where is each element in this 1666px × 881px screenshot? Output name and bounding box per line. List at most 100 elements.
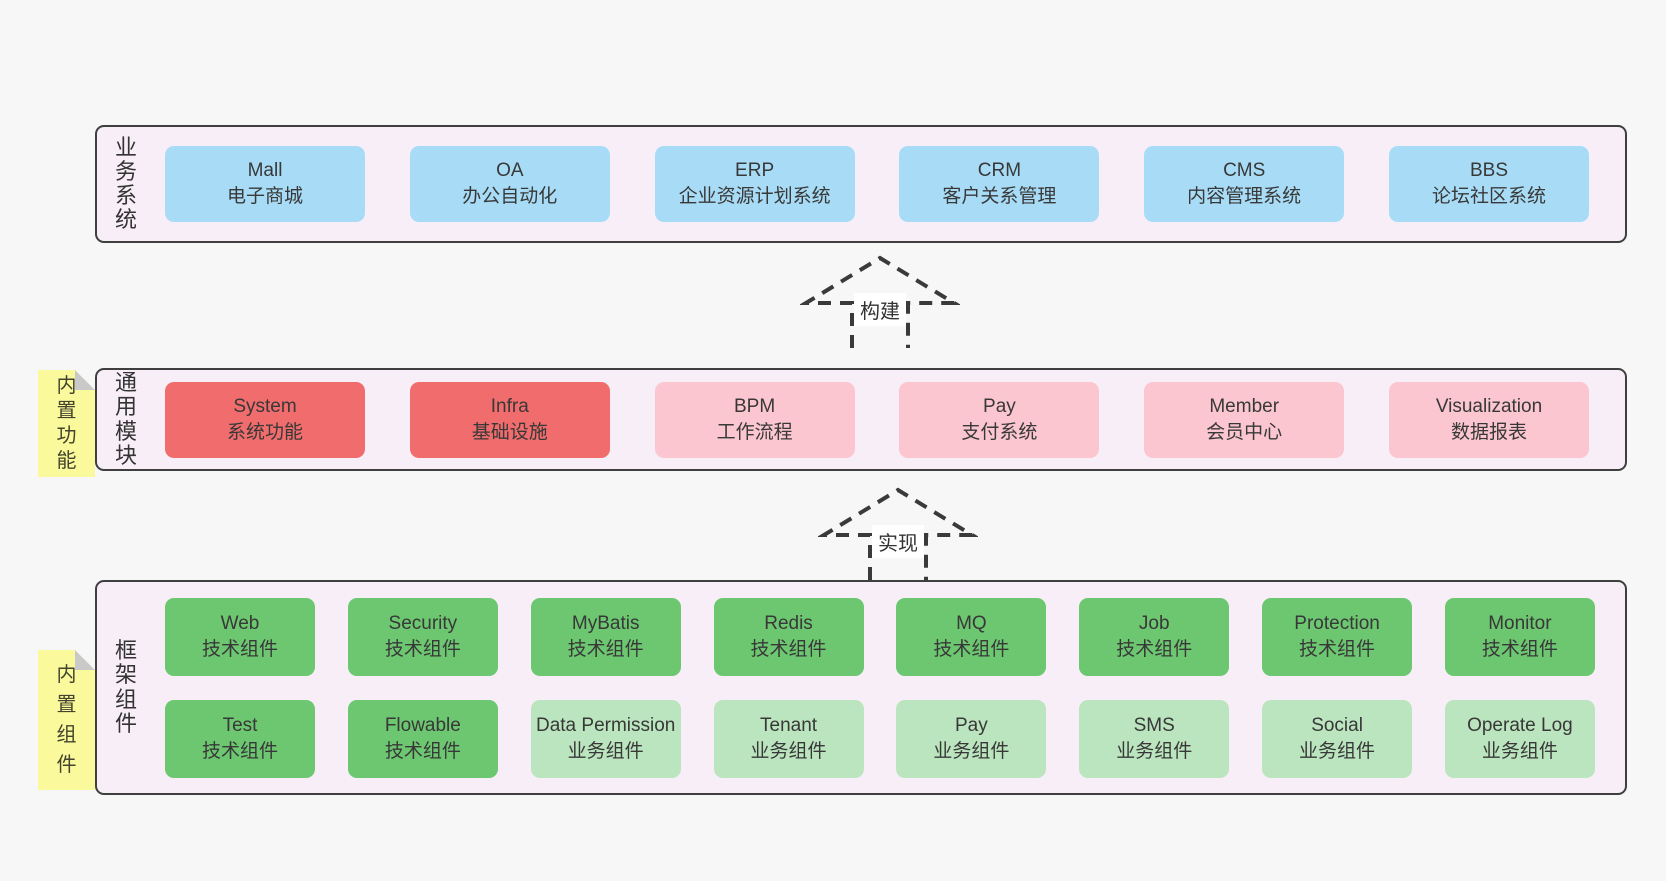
box-title: CRM: [977, 160, 1022, 182]
box-mq: MQ 技术组件: [896, 597, 1047, 676]
arrow-implement: 实现: [818, 485, 978, 580]
box-title: Protection: [1294, 612, 1380, 634]
box-title: Visualization: [1435, 395, 1543, 417]
box-subtitle: 技术组件: [1299, 638, 1376, 660]
box-operate-log: Operate Log 业务组件: [1444, 699, 1595, 778]
sticky-note-text: 内置组件: [56, 664, 77, 776]
box-subtitle: 技术组件: [201, 638, 278, 660]
box-mall: Mall 电子商城: [165, 146, 365, 222]
sticky-note-built-in-features: 内置功能: [38, 370, 95, 477]
box-title: OA: [496, 160, 524, 182]
box-title: Data Permission: [535, 714, 676, 736]
box-subtitle: 论坛社区系统: [1431, 186, 1546, 207]
band-common-modules-label: 通用模块: [114, 370, 137, 468]
box-oa: OA 办公自动化: [409, 146, 610, 222]
box-title: BBS: [1469, 160, 1508, 182]
box-subtitle: 会员中心: [1206, 421, 1283, 443]
box-title: Test: [222, 714, 258, 736]
box-subtitle: 技术组件: [933, 638, 1010, 660]
box-subtitle: 企业资源计划系统: [678, 186, 831, 207]
box-title: Job: [1138, 612, 1170, 634]
box-subtitle: 内容管理系统: [1187, 186, 1302, 207]
box-title: MyBatis: [571, 612, 640, 634]
box-title: Pay: [955, 714, 988, 736]
box-title: SMS: [1133, 714, 1175, 736]
box-data-permission: Data Permission 业务组件: [530, 699, 681, 778]
box-subtitle: 客户关系管理: [942, 186, 1057, 207]
box-title: Web: [220, 612, 260, 634]
box-cms: CMS 内容管理系统: [1144, 146, 1345, 222]
box-flowable: Flowable 技术组件: [347, 699, 498, 778]
framework-components-row-1: Web 技术组件 Security 技术组件 MyBatis 技术组件 Redi…: [165, 597, 1595, 676]
box-social: Social 业务组件: [1262, 699, 1413, 778]
box-title: BPM: [734, 395, 776, 417]
box-bbs: BBS 论坛社区系统: [1388, 146, 1589, 222]
dashed-up-arrow-icon: [818, 487, 978, 580]
band-framework-components-label: 框架组件: [114, 638, 137, 736]
box-subtitle: 技术组件: [201, 740, 278, 762]
box-subtitle: 技术组件: [384, 740, 461, 762]
box-subtitle: 基础设施: [471, 421, 548, 443]
band-business-systems-label: 业务系统: [114, 134, 137, 233]
box-security: Security 技术组件: [347, 597, 498, 676]
box-infra: Infra 基础设施: [409, 381, 610, 458]
box-pay-component: Pay 业务组件: [896, 699, 1047, 778]
box-subtitle: 技术组件: [1116, 638, 1193, 660]
box-sms: SMS 业务组件: [1079, 699, 1230, 778]
box-test: Test 技术组件: [165, 699, 315, 778]
box-monitor: Monitor 技术组件: [1444, 597, 1595, 676]
box-title: Security: [388, 612, 458, 634]
arrow-implement-label: 实现: [872, 525, 924, 558]
box-tenant: Tenant 业务组件: [713, 699, 864, 778]
box-subtitle: 支付系统: [961, 421, 1038, 443]
band-business-systems: 业务系统 Mall 电子商城 OA 办公自动化 ERP 企业资源计划系统 CRM…: [95, 125, 1627, 243]
arrow-build-label: 构建: [854, 293, 906, 326]
box-bpm: BPM 工作流程: [654, 381, 855, 458]
box-subtitle: 技术组件: [750, 638, 827, 660]
box-erp: ERP 企业资源计划系统: [654, 146, 855, 222]
arrow-build: 构建: [800, 253, 960, 348]
box-title: CMS: [1223, 160, 1266, 182]
box-subtitle: 技术组件: [567, 638, 644, 660]
box-title: Tenant: [760, 714, 818, 736]
dashed-up-arrow-icon: [800, 255, 960, 348]
common-modules-boxes: System 系统功能 Infra 基础设施 BPM 工作流程 Pay 支付系统…: [141, 381, 1625, 458]
box-web: Web 技术组件: [165, 597, 315, 676]
box-mybatis: MyBatis 技术组件: [530, 597, 681, 676]
box-subtitle: 业务组件: [1481, 740, 1558, 762]
band-common-modules: 通用模块 System 系统功能 Infra 基础设施 BPM 工作流程 Pay…: [95, 368, 1627, 471]
sticky-note-built-in-components: 内置组件: [38, 650, 95, 790]
framework-components-rows: Web 技术组件 Security 技术组件 MyBatis 技术组件 Redi…: [141, 597, 1625, 778]
box-title: Infra: [490, 395, 529, 417]
box-title: Pay: [983, 395, 1016, 417]
box-pay-module: Pay 支付系统: [899, 381, 1100, 458]
box-subtitle: 电子商城: [226, 186, 303, 207]
box-title: Member: [1209, 395, 1280, 417]
box-subtitle: 系统功能: [226, 421, 303, 443]
sticky-note-text: 内置功能: [56, 374, 77, 472]
box-subtitle: 业务组件: [567, 740, 644, 762]
box-title: Social: [1311, 714, 1363, 736]
box-subtitle: 业务组件: [1299, 740, 1376, 762]
box-member: Member 会员中心: [1144, 381, 1345, 458]
business-systems-boxes: Mall 电子商城 OA 办公自动化 ERP 企业资源计划系统 CRM 客户关系…: [141, 146, 1625, 222]
box-title: Monitor: [1488, 612, 1552, 634]
box-subtitle: 数据报表: [1450, 421, 1527, 443]
box-title: Operate Log: [1467, 714, 1573, 736]
box-subtitle: 业务组件: [750, 740, 827, 762]
band-framework-components: 框架组件 Web 技术组件 Security 技术组件 MyBatis 技术组件…: [95, 580, 1627, 795]
box-subtitle: 工作流程: [716, 421, 793, 443]
box-job: Job 技术组件: [1079, 597, 1230, 676]
box-title: ERP: [735, 160, 775, 182]
framework-components-row-2: Test 技术组件 Flowable 技术组件 Data Permission …: [165, 699, 1595, 778]
box-crm: CRM 客户关系管理: [899, 146, 1100, 222]
box-subtitle: 技术组件: [1481, 638, 1558, 660]
box-visualization: Visualization 数据报表: [1388, 381, 1589, 458]
box-protection: Protection 技术组件: [1262, 597, 1413, 676]
box-redis: Redis 技术组件: [713, 597, 864, 676]
box-title: Mall: [247, 160, 283, 182]
box-subtitle: 办公自动化: [462, 186, 558, 207]
box-title: System: [233, 395, 297, 417]
box-subtitle: 业务组件: [933, 740, 1010, 762]
